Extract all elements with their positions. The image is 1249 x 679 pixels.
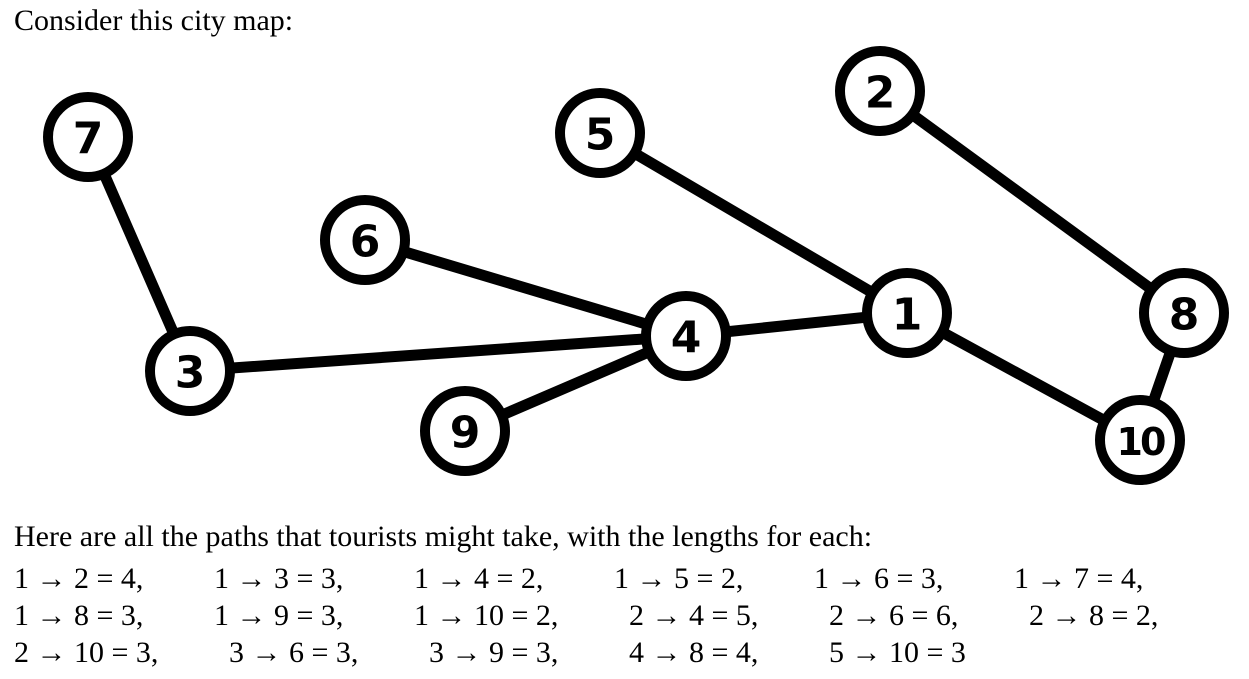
path-length-item: 5 → 10 = 3: [829, 636, 966, 669]
path-length-item: 2 → 8 = 2,: [1029, 599, 1159, 632]
path-length-item: 1 → 5 = 2,: [614, 562, 744, 595]
path-length-item: 2 → 4 = 5,: [629, 599, 759, 632]
node-circle-1: [862, 268, 952, 358]
paths-intro-text: Here are all the paths that tourists mig…: [14, 520, 873, 553]
path-length-item: 4 → 8 = 4,: [629, 636, 759, 669]
intro-text: Consider this city map:: [14, 4, 294, 37]
node-circle-6: [320, 195, 410, 285]
path-length-item: 1 → 2 = 4,: [14, 562, 144, 595]
edge-3-4: [184, 330, 692, 377]
node-7: 7: [43, 92, 133, 182]
node-2: 2: [835, 46, 925, 136]
node-circle-2: [835, 46, 925, 136]
node-circle-9: [420, 386, 510, 476]
node-1: 1: [862, 268, 952, 358]
path-length-item: 1 → 3 = 3,: [214, 562, 344, 595]
node-label-4: 4: [671, 313, 702, 364]
node-label-1: 1: [892, 290, 923, 341]
node-4: 4: [641, 291, 731, 381]
node-circle-7: [43, 92, 133, 182]
node-3: 3: [145, 326, 235, 416]
path-length-item: 1 → 6 = 3,: [814, 562, 944, 595]
edge-6-4: [359, 234, 692, 342]
path-length-item: 2 → 6 = 6,: [829, 599, 959, 632]
node-10: 10: [1095, 395, 1185, 485]
node-8: 8: [1139, 268, 1229, 358]
path-length-item: 1 → 7 = 4,: [1014, 562, 1144, 595]
edge-5-1: [594, 127, 913, 319]
node-circle-8: [1139, 268, 1229, 358]
path-length-item: 1 → 9 = 3,: [214, 599, 344, 632]
path-length-item: 1 → 10 = 2,: [414, 599, 559, 632]
node-label-5: 5: [585, 110, 616, 161]
node-label-9: 9: [450, 408, 481, 459]
node-label-10: 10: [1117, 420, 1165, 464]
node-label-3: 3: [175, 348, 206, 399]
node-9: 9: [420, 386, 510, 476]
node-5: 5: [555, 88, 645, 178]
node-label-8: 8: [1169, 290, 1200, 341]
nodes-layer: 1 2 3 4 5 6 7 8 9 10: [43, 46, 1229, 485]
node-label-6: 6: [350, 217, 381, 268]
path-length-item: 1 → 8 = 3,: [14, 599, 144, 632]
node-6: 6: [320, 195, 410, 285]
path-length-item: 3 → 9 = 3,: [429, 636, 559, 669]
edge-2-8: [874, 85, 1190, 319]
path-length-item: 2 → 10 = 3,: [14, 636, 159, 669]
node-circle-4: [641, 291, 731, 381]
node-circle-5: [555, 88, 645, 178]
node-circle-3: [145, 326, 235, 416]
node-label-7: 7: [73, 114, 104, 165]
node-label-2: 2: [865, 68, 896, 119]
path-length-item: 1 → 4 = 2,: [414, 562, 544, 595]
node-circle-10: [1095, 395, 1185, 485]
path-length-item: 3 → 6 = 3,: [229, 636, 359, 669]
